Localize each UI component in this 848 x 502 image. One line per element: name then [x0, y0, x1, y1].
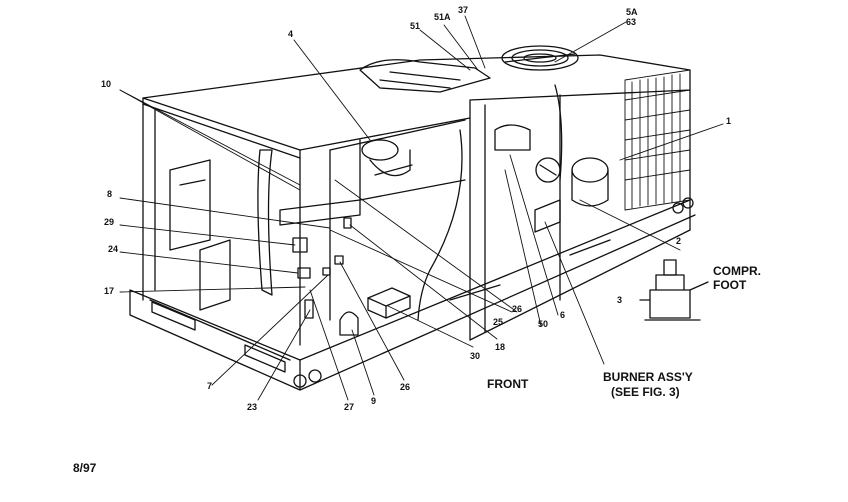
front-label: FRONT [487, 377, 529, 391]
callout-7: 7 [207, 381, 213, 391]
date-label: 8/97 [73, 461, 97, 475]
callout-27: 27 [344, 402, 355, 412]
burner-label-line2: (SEE FIG. 3) [611, 385, 680, 399]
switch-27 [305, 300, 313, 318]
transformer [368, 288, 410, 318]
callout-51: 51 [410, 21, 421, 31]
condenser-fan [502, 46, 578, 70]
callout-30: 30 [470, 351, 481, 361]
callout-3: 3 [617, 295, 623, 305]
top-shroud [360, 60, 490, 92]
compr-label-line2: FOOT [713, 278, 747, 292]
burner-label-line1: BURNER ASS'Y [603, 370, 693, 384]
callout-29: 29 [104, 217, 115, 227]
callout-50: 50 [538, 319, 549, 329]
callout-2: 2 [676, 236, 682, 246]
callout-51a: 51A [434, 12, 451, 22]
callout-5a: 5A [626, 7, 638, 17]
callout-24: 24 [108, 244, 119, 254]
callout-37: 37 [458, 5, 469, 15]
callout-26-bottom: 26 [400, 382, 411, 392]
compr-label-line1: COMPR. [713, 264, 761, 278]
callout-26-right: 26 [512, 304, 523, 314]
callout-6: 6 [560, 310, 566, 320]
callout-4: 4 [288, 29, 294, 39]
condenser-coil [625, 70, 690, 210]
callout-23: 23 [247, 402, 258, 412]
callout-18: 18 [495, 342, 506, 352]
leader-lines [120, 16, 723, 400]
callout-9: 9 [371, 396, 377, 406]
callout-1: 1 [726, 116, 732, 126]
callout-25: 25 [493, 317, 504, 327]
blower-wheel [362, 140, 398, 160]
compressor [572, 158, 608, 182]
callout-8: 8 [107, 189, 113, 199]
relay-28 [335, 256, 343, 264]
callout-63: 63 [626, 17, 637, 27]
top-panel [143, 55, 690, 150]
compressor-foot-detail [640, 260, 708, 320]
callout-17: 17 [104, 286, 115, 296]
callout-10: 10 [101, 79, 112, 89]
